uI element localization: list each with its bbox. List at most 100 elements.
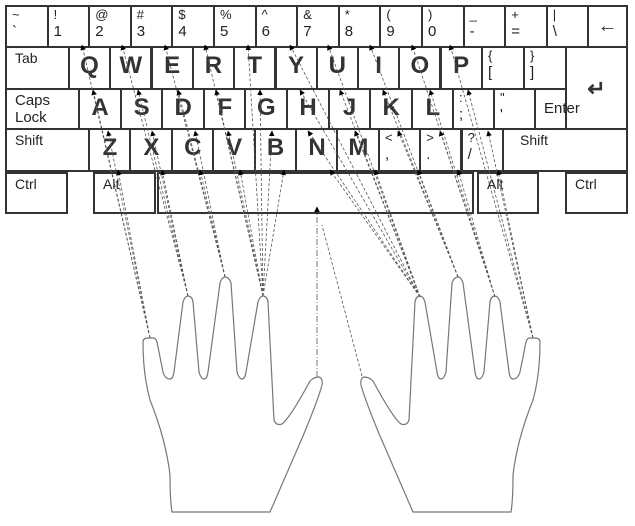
key-letter: W	[119, 52, 143, 79]
key-shift-label: (	[386, 7, 391, 22]
key-shift-label: {	[488, 48, 493, 63]
key-letter: N	[308, 134, 326, 161]
key-n[interactable]: N	[295, 128, 339, 172]
key-base-label: '	[500, 106, 503, 123]
key-enter-upper[interactable]: ↵	[565, 46, 628, 130]
finger-guide-line	[262, 130, 275, 297]
key-base-label: 4	[178, 23, 187, 40]
key-ctrl-left[interactable]: Ctrl	[5, 172, 68, 214]
key-shift-right[interactable]: Shift	[502, 128, 628, 172]
finger-guide-line	[339, 89, 421, 298]
key-base-label: 9	[386, 23, 395, 40]
finger-guide-line	[193, 130, 226, 278]
key-letter: T	[247, 52, 263, 79]
key-alt-right[interactable]: Alt	[477, 172, 539, 214]
finger-guide-line	[226, 130, 264, 297]
key-letter: S	[133, 94, 150, 121]
finger-guide-line	[438, 130, 496, 298]
key-base-label: ,	[385, 146, 390, 163]
key-letter: U	[328, 52, 346, 79]
key-number-9[interactable]: (9	[379, 5, 423, 48]
key-punct-1[interactable]: "'	[493, 88, 536, 130]
key-shift-label: ^	[261, 7, 268, 22]
key-label: Alt	[487, 176, 504, 192]
key-shift-label: #	[136, 7, 145, 22]
key-label: Ctrl	[15, 176, 37, 192]
key-shift-label: !	[53, 7, 58, 22]
finger-guide-line	[257, 89, 264, 297]
key-letter: A	[91, 94, 109, 121]
finger-guide-line	[382, 89, 459, 278]
key-label: Shift	[15, 132, 44, 148]
key-letter: O	[410, 52, 430, 79]
finger-guide-line	[198, 169, 226, 278]
finger-guide-line	[466, 89, 534, 339]
key-ctrl-right[interactable]: Ctrl	[565, 172, 628, 214]
key-shift-label: ~	[12, 7, 20, 22]
key-alt-left[interactable]: Alt	[93, 172, 156, 214]
finger-guide-line	[417, 169, 459, 278]
finger-guide-line	[116, 169, 151, 339]
finger-guide-line	[289, 44, 421, 298]
key-p[interactable]: P	[439, 46, 483, 90]
finger-guide-line	[160, 169, 189, 297]
key-letter: Z	[102, 134, 118, 161]
key-shift-label: *	[344, 7, 350, 22]
finger-guide-line	[238, 169, 264, 297]
key-letter: C	[184, 134, 202, 161]
key-label: Ctrl	[575, 176, 597, 192]
key-letter: P	[453, 52, 470, 79]
key-r[interactable]: R	[191, 46, 235, 90]
key-number-10[interactable]: )0	[421, 5, 465, 48]
key-letter: D	[174, 94, 192, 121]
key-letter: R	[204, 52, 223, 79]
finger-guide-line	[203, 44, 264, 297]
key-shift-label: &	[303, 7, 312, 22]
key-label: Caps Lock	[15, 92, 51, 126]
key-j[interactable]: J	[327, 88, 372, 130]
key-base-label: -	[469, 23, 475, 40]
key-letter: J	[342, 94, 357, 121]
key-base-label: =	[511, 23, 520, 40]
finger-guide-line	[307, 130, 421, 298]
key-letter: L	[425, 94, 441, 121]
backspace-arrow-icon: ←	[597, 15, 618, 37]
key-base-label: [	[488, 64, 493, 81]
finger-guide-line	[428, 89, 496, 298]
key-shift-label: ?	[467, 130, 475, 145]
finger-guide-line	[91, 89, 151, 339]
key-w[interactable]: W	[109, 46, 153, 90]
key-number-7[interactable]: &7	[296, 5, 340, 48]
finger-guide-line	[106, 130, 151, 339]
right-hand-icon	[360, 276, 541, 513]
key-base-label: 1	[53, 23, 62, 40]
finger-guide-line	[150, 130, 189, 297]
left-hand-icon	[142, 276, 323, 513]
finger-guide-line	[397, 130, 459, 278]
finger-guide-line	[245, 44, 264, 297]
key-shift-label: @	[95, 7, 109, 22]
key-base-label: 0	[428, 23, 437, 40]
key-letter: M	[348, 134, 369, 161]
finger-guide-line	[354, 130, 421, 298]
key-label: Tab	[15, 50, 38, 66]
key-punct-z-2[interactable]: ?/	[460, 128, 504, 172]
key-base-label: 8	[344, 23, 354, 40]
key-number-0[interactable]: ~`	[5, 5, 49, 48]
finger-guide-line	[176, 89, 226, 278]
key-base-label: ]	[530, 64, 535, 81]
key-base-label: .	[426, 146, 431, 163]
key-shift-label: >	[426, 130, 434, 145]
key-shift-label: _	[469, 7, 477, 22]
key-base-label: 6	[261, 23, 270, 40]
thumb-guide-line	[321, 224, 363, 377]
finger-guide-line	[299, 89, 421, 298]
key-base-label: 3	[136, 23, 146, 40]
key-shift-label: +	[511, 7, 519, 22]
key-backspace[interactable]: ←	[587, 5, 628, 48]
finger-guide-line	[136, 89, 189, 297]
key-letter: I	[375, 52, 382, 79]
key-shift-label: )	[428, 7, 433, 22]
key-letter: E	[164, 52, 181, 79]
